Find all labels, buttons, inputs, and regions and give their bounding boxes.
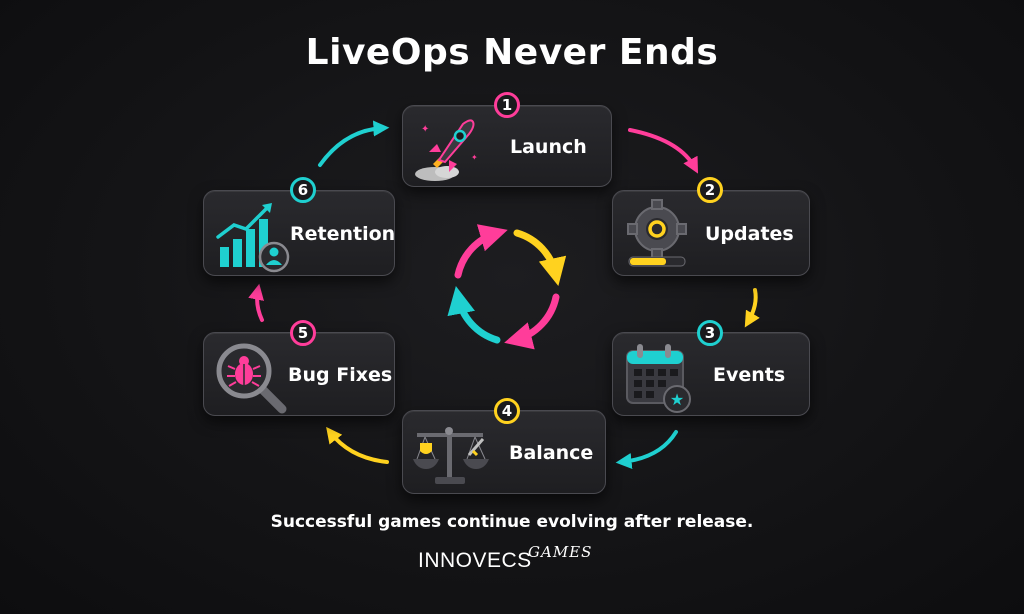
- scale-icon: [413, 427, 489, 484]
- svg-text:★: ★: [670, 390, 684, 409]
- svg-text:✦: ✦: [471, 153, 478, 162]
- step-label: Events: [713, 364, 786, 386]
- step-balance-card: Balance: [402, 410, 606, 494]
- calendar-icon: ★: [626, 344, 691, 413]
- tagline: Successful games continue evolving after…: [270, 512, 754, 532]
- step-number-badge: 1: [494, 92, 520, 118]
- bug-magnifier-icon: [216, 343, 287, 414]
- cycle-arrows-icon: [447, 224, 567, 350]
- step-label: Launch: [510, 136, 587, 158]
- brand-logo-subtext: GAMES: [528, 543, 593, 561]
- step-number-badge: 6: [290, 177, 316, 203]
- step-launch-card: ✦ ✦ Launch: [402, 105, 612, 187]
- gear-icon: [627, 199, 687, 267]
- growth-chart-icon: [216, 203, 290, 273]
- step-bug-fixes-card: Bug Fixes: [203, 332, 395, 416]
- step-number-badge: 5: [290, 320, 316, 346]
- rocket-icon: ✦ ✦: [415, 119, 478, 181]
- step-number-badge: 2: [697, 177, 723, 203]
- step-retention-card: Retention: [203, 190, 395, 276]
- arrow-launch-to-updates: [628, 128, 699, 174]
- arrow-retention-to-launch: [318, 120, 390, 167]
- arrow-updates-to-events: [744, 288, 760, 328]
- arrow-bugfixes-to-retention: [248, 283, 264, 322]
- step-label: Updates: [705, 223, 794, 245]
- step-label: Balance: [509, 442, 594, 464]
- brand-logo-text: INNOVECS: [418, 549, 532, 572]
- step-events-card: ★ Events: [612, 332, 810, 416]
- step-label: Retention: [290, 223, 396, 245]
- step-number-badge: 3: [697, 320, 723, 346]
- step-number-badge: 4: [494, 398, 520, 424]
- step-label: Bug Fixes: [288, 364, 393, 386]
- arrow-balance-to-bugfixes: [326, 426, 389, 464]
- svg-text:✦: ✦: [421, 124, 429, 135]
- page-title: LiveOps Never Ends: [305, 32, 719, 73]
- step-updates-card: Updates: [612, 190, 810, 276]
- arrow-events-to-balance: [615, 430, 678, 469]
